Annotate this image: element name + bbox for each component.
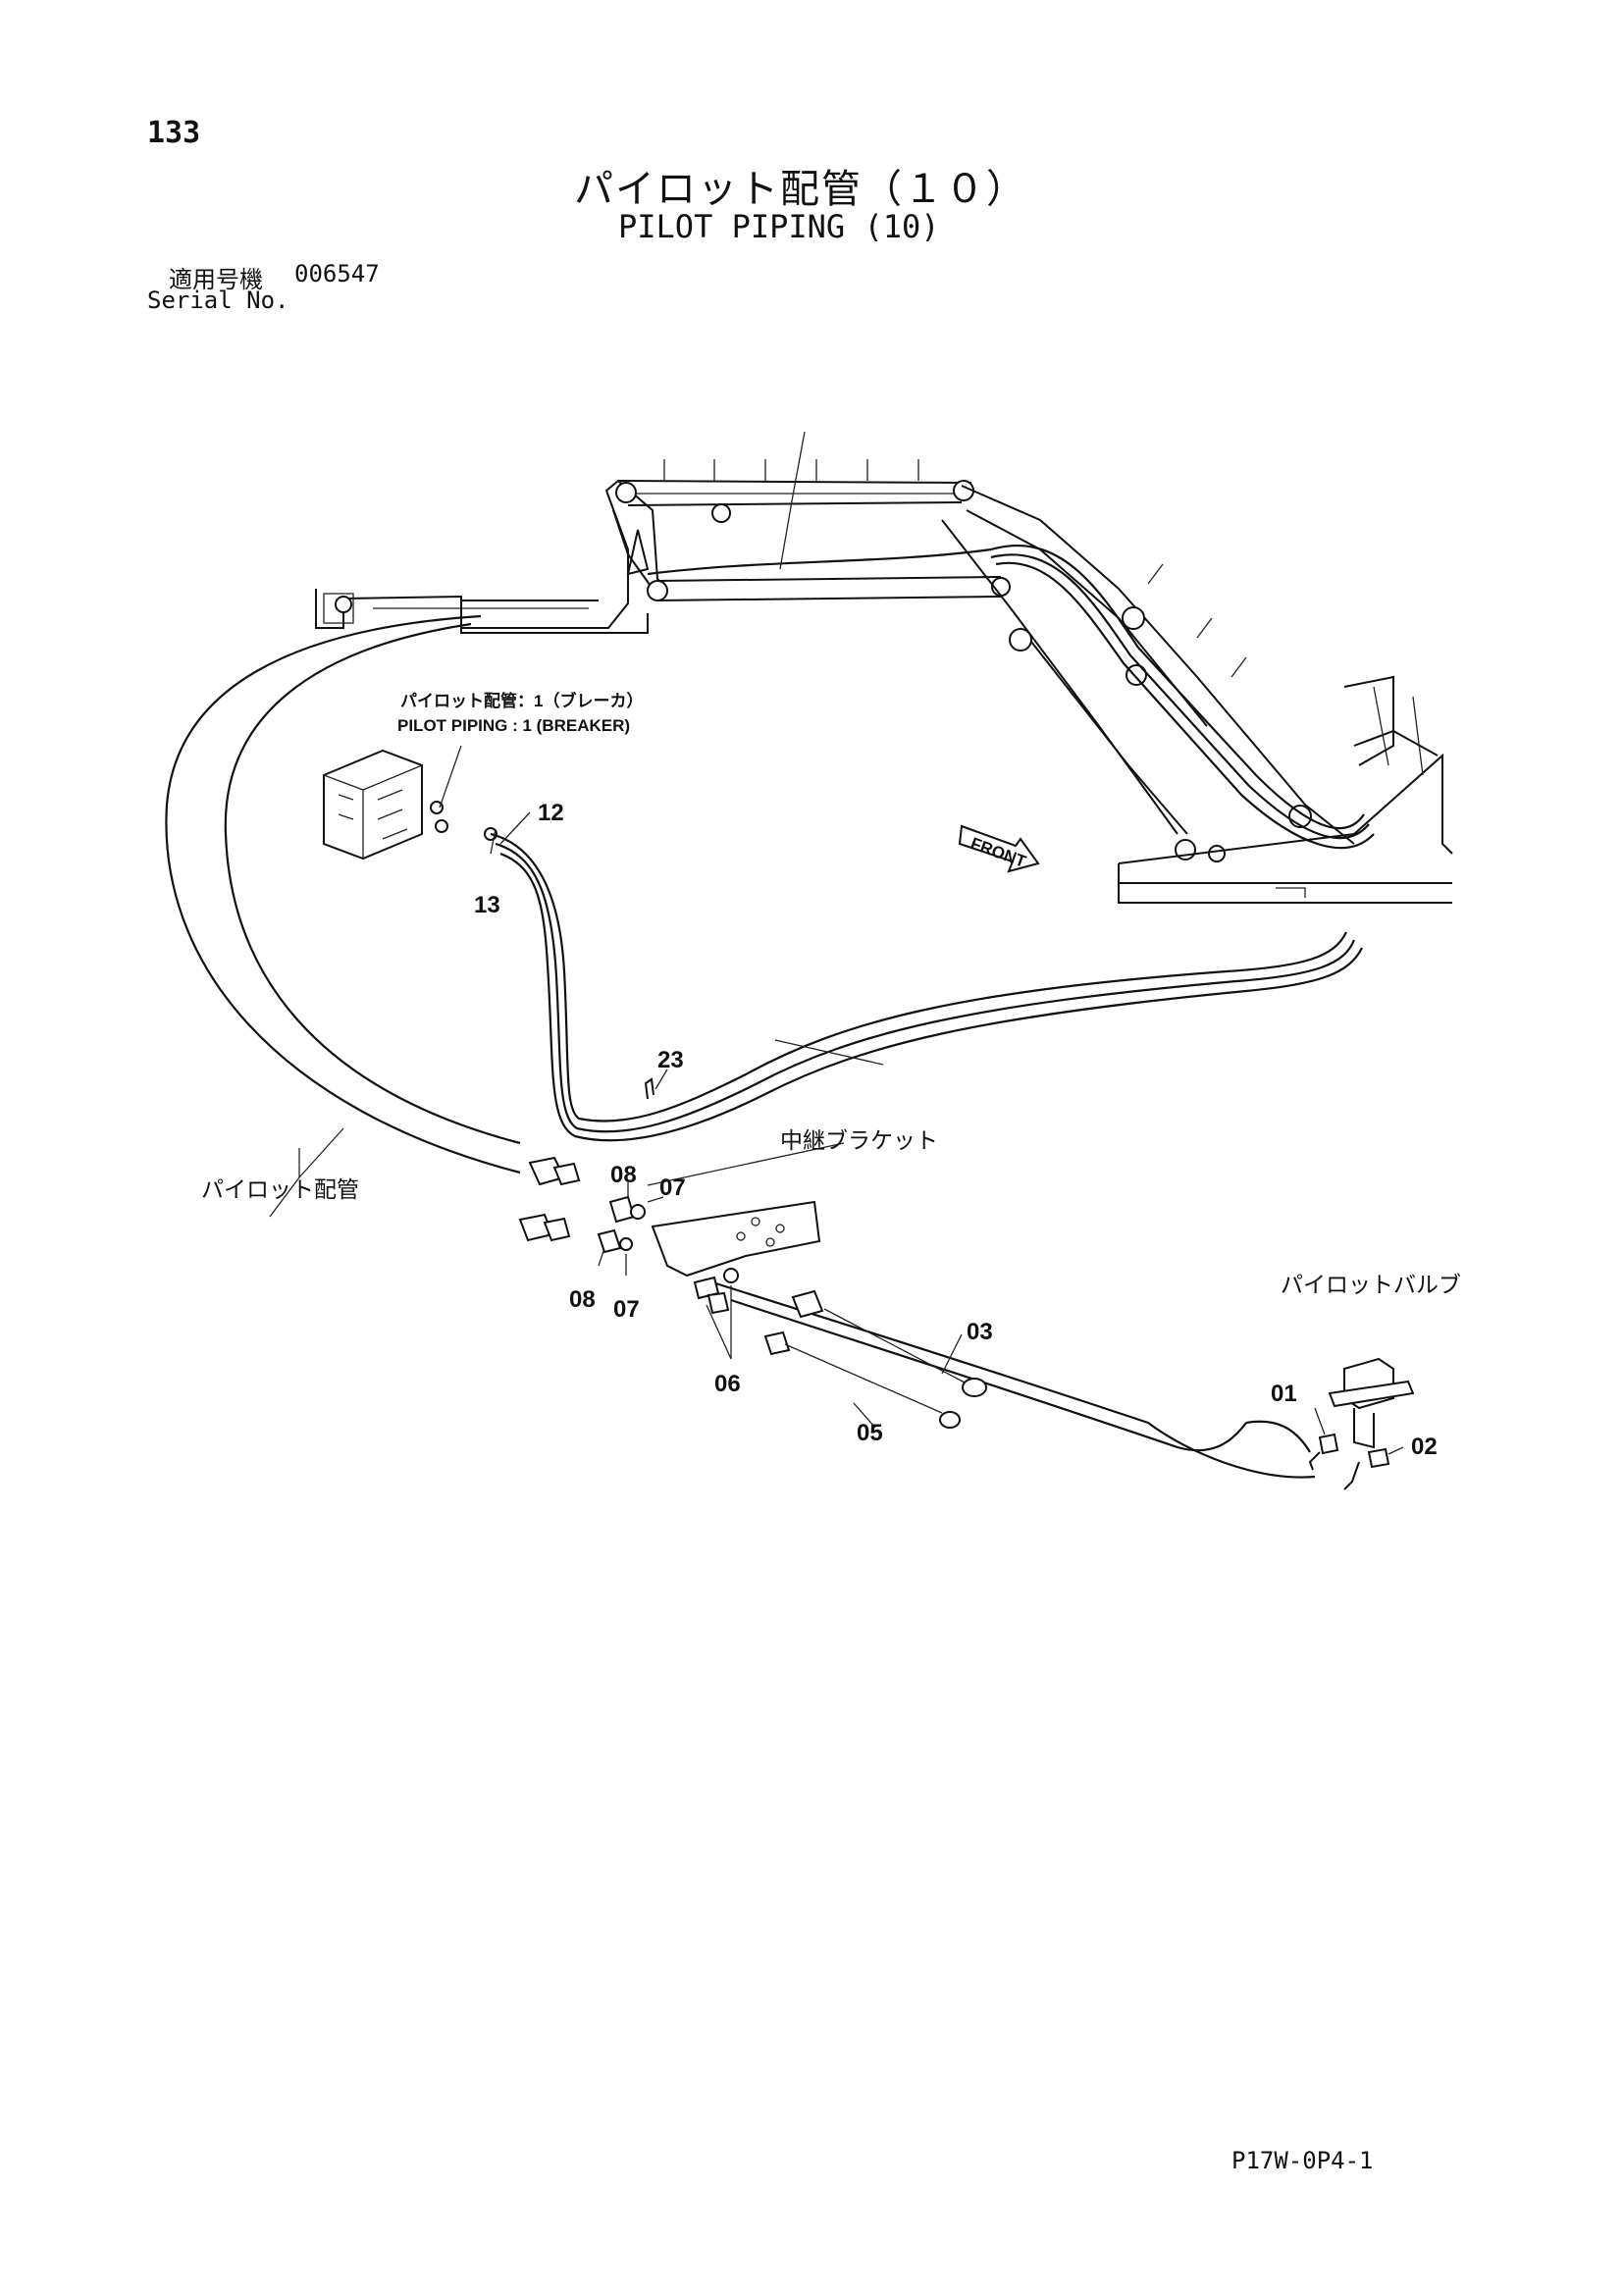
pilot-hoses: [165, 614, 1363, 1479]
part-number-08-upper: 08: [610, 1162, 637, 1188]
part-number-05: 05: [857, 1420, 883, 1446]
boom-arm-assembly: FRONT: [315, 431, 1453, 904]
part-number-12: 12: [538, 800, 564, 826]
page-title-japanese: パイロット配管（１０）: [574, 167, 1027, 212]
breaker-callout-japanese: パイロット配管：1（ブレーカ）: [400, 691, 643, 710]
relay-bracket-assembly: [518, 1142, 987, 1429]
front-arrow: FRONT: [958, 824, 1040, 873]
breaker-callout-english: PILOT PIPING : 1 (BREAKER): [397, 716, 630, 735]
part-number-08-lower: 08: [569, 1286, 596, 1313]
pilot-valve-callout: パイロットバルブ: [1281, 1273, 1461, 1298]
serial-label-japanese: 適用号機: [169, 266, 263, 293]
part-number-01: 01: [1271, 1381, 1297, 1407]
breaker-control-valve: [323, 745, 497, 861]
part-number-03: 03: [967, 1319, 993, 1345]
leader-lines: [269, 811, 1404, 1455]
part-number-13: 13: [474, 892, 500, 918]
part-number-23: 23: [657, 1047, 684, 1073]
serial-label-english: Serial No.: [147, 287, 289, 314]
relay-bracket-callout: 中継ブラケット: [780, 1128, 938, 1154]
part-number-07-upper: 07: [659, 1174, 686, 1201]
pilot-piping-callout: パイロット配管: [201, 1177, 359, 1203]
pilot-valve: [1308, 1357, 1415, 1490]
part-number-02: 02: [1411, 1434, 1438, 1460]
part-number-07-lower: 07: [613, 1296, 640, 1323]
page-number: 133: [147, 116, 201, 150]
part-number-06: 06: [714, 1371, 741, 1397]
page-title-english: PILOT PIPING (10): [618, 208, 940, 245]
serial-number-value: 006547: [294, 260, 380, 287]
document-code: P17W-0P4-1: [1231, 2147, 1374, 2174]
